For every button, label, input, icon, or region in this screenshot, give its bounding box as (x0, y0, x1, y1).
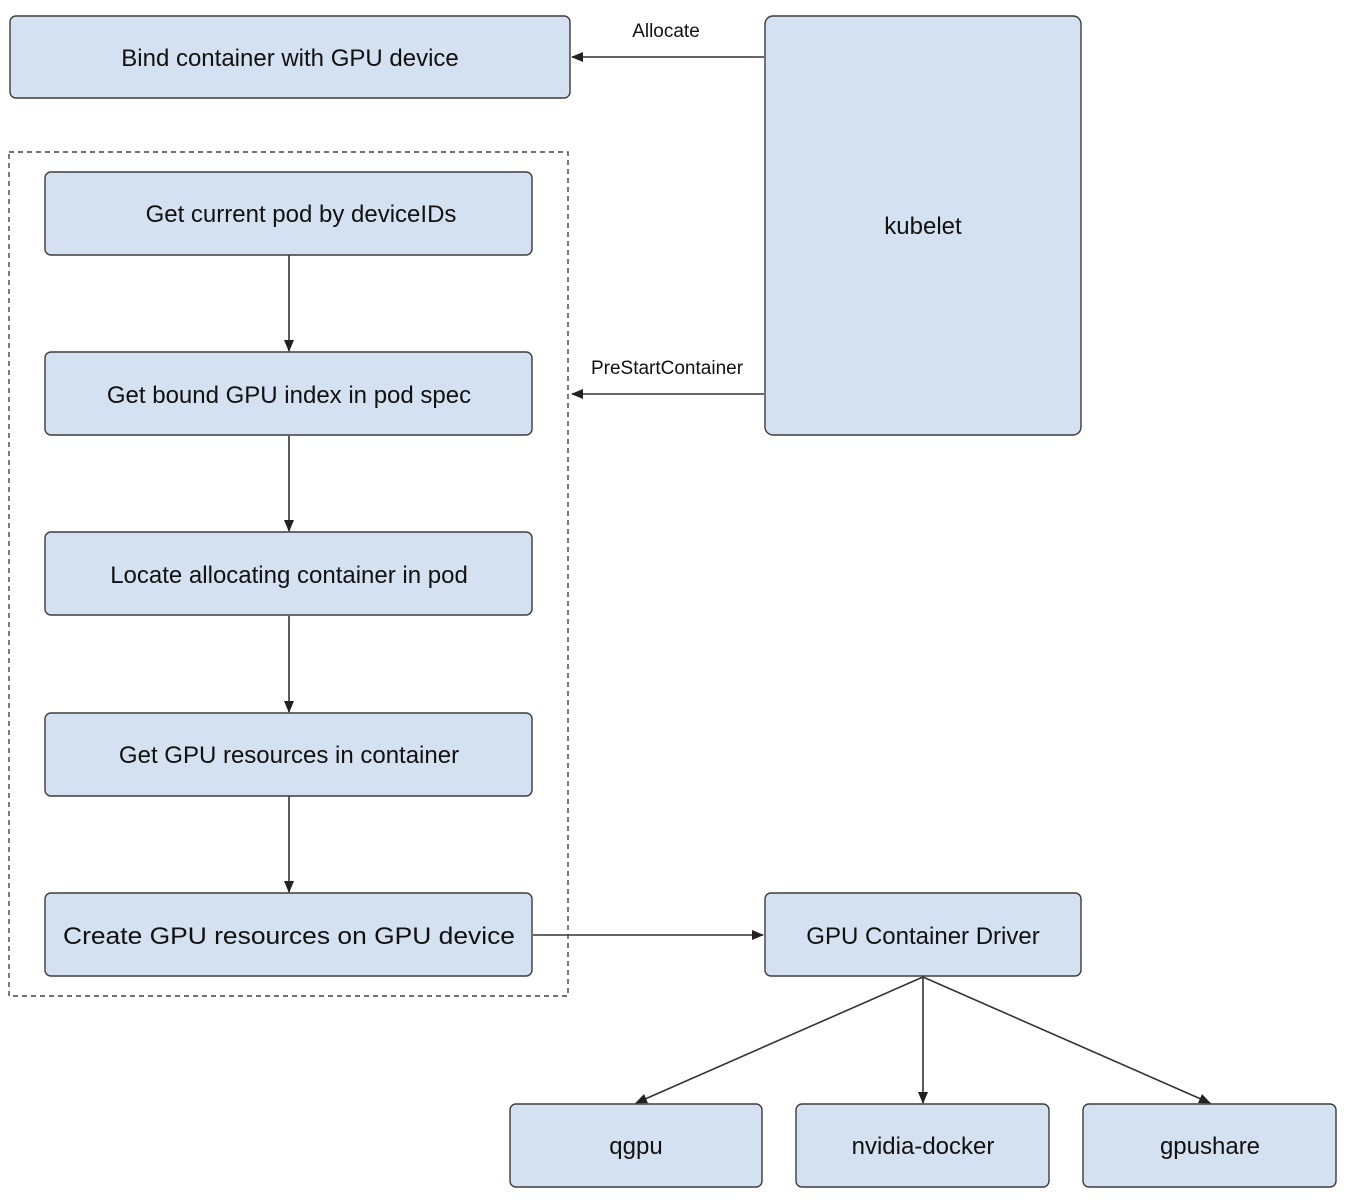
gpu-container-driver-label: GPU Container Driver (806, 923, 1039, 950)
get-resources-label: Get GPU resources in container (119, 742, 459, 769)
plugin-steps-group (8, 151, 569, 997)
gpu-container-driver-node: GPU Container Driver (764, 892, 1082, 977)
gpushare-label: gpushare (1160, 1133, 1260, 1160)
qgpu-label: qgpu (609, 1133, 662, 1160)
get-pod-node: Get current pod by deviceIDs (44, 171, 533, 256)
prestart-label: PreStartContainer (591, 358, 744, 379)
allocate-label: Allocate (632, 21, 700, 42)
nvidia-docker-node: nvidia-docker (795, 1103, 1050, 1188)
bind-container-node: Bind container with GPU device (9, 15, 571, 99)
nvidia-docker-label: nvidia-docker (852, 1133, 995, 1160)
gpushare-node: gpushare (1082, 1103, 1337, 1188)
get-pod-label: Get current pod by deviceIDs (146, 201, 457, 228)
get-index-label: Get bound GPU index in pod spec (107, 382, 471, 409)
qgpu-node: qgpu (509, 1103, 763, 1188)
locate-container-label: Locate allocating container in pod (110, 562, 468, 589)
get-index-node: Get bound GPU index in pod spec (44, 351, 533, 436)
create-resources-label: Create GPU resources on GPU device (63, 923, 515, 950)
create-resources-node: Create GPU resources on GPU device (44, 892, 533, 977)
get-resources-node: Get GPU resources in container (44, 712, 533, 797)
driver-to-gpushare-arrow (922, 976, 1211, 1104)
locate-container-node: Locate allocating container in pod (44, 531, 533, 616)
kubelet-node: kubelet (764, 15, 1082, 436)
kubelet-label: kubelet (884, 213, 962, 240)
bind-container-label: Bind container with GPU device (121, 45, 459, 72)
driver-to-qgpu-arrow (635, 976, 924, 1104)
